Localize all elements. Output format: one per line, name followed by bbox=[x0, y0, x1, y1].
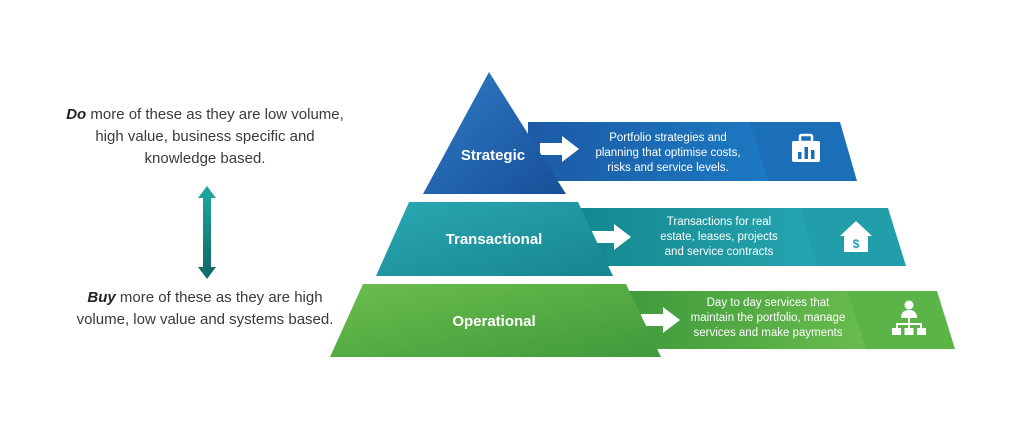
strategic-desc-line-3: risks and service levels. bbox=[607, 162, 728, 174]
operational-arrow-icon bbox=[641, 307, 680, 333]
operational-desc-line-3: services and make payments bbox=[694, 327, 843, 339]
strategic-label: Strategic bbox=[461, 147, 525, 164]
svg-text:$: $ bbox=[853, 237, 860, 251]
buy-emphasis: Buy bbox=[87, 289, 116, 306]
transactional-arrow-icon bbox=[592, 224, 631, 250]
strategic-arrow-icon bbox=[540, 136, 579, 162]
do-more-text: more of these as they are low volume, hi… bbox=[86, 106, 344, 167]
strategic-band bbox=[528, 122, 786, 181]
org-chart-person-icon bbox=[892, 300, 926, 335]
transactional-desc-line-3: and service contracts bbox=[665, 246, 774, 258]
operational-trapezoid bbox=[330, 284, 661, 357]
strategic-desc-line-2: planning that optimise costs, bbox=[595, 147, 740, 159]
operational-desc-line-2: maintain the portfolio, manage bbox=[691, 312, 846, 324]
operational-band bbox=[626, 291, 883, 349]
house-dollar-icon: $ bbox=[840, 221, 872, 252]
strategic-desc-line-1: Portfolio strategies and bbox=[609, 132, 727, 144]
buy-more-note: Buy more of these as they are high volum… bbox=[60, 287, 350, 331]
double-arrow-icon bbox=[198, 186, 216, 279]
transactional-desc-line-2: estate, leases, projects bbox=[660, 231, 778, 243]
operational-icon-panel bbox=[847, 291, 955, 349]
buy-more-text: more of these as they are high volume, l… bbox=[76, 289, 334, 328]
do-more-note: Do more of these as they are low volume,… bbox=[60, 104, 350, 170]
operational-label: Operational bbox=[452, 313, 535, 330]
strategic-triangle bbox=[423, 72, 566, 194]
transactional-band bbox=[578, 208, 834, 266]
operational-desc-line-1: Day to day services that bbox=[707, 297, 831, 309]
briefcase-chart-icon bbox=[792, 133, 820, 162]
transactional-desc-line-1: Transactions for real bbox=[667, 216, 771, 228]
transactional-label: Transactional bbox=[446, 231, 543, 248]
do-emphasis: Do bbox=[66, 106, 87, 123]
transactional-trapezoid bbox=[376, 202, 613, 276]
